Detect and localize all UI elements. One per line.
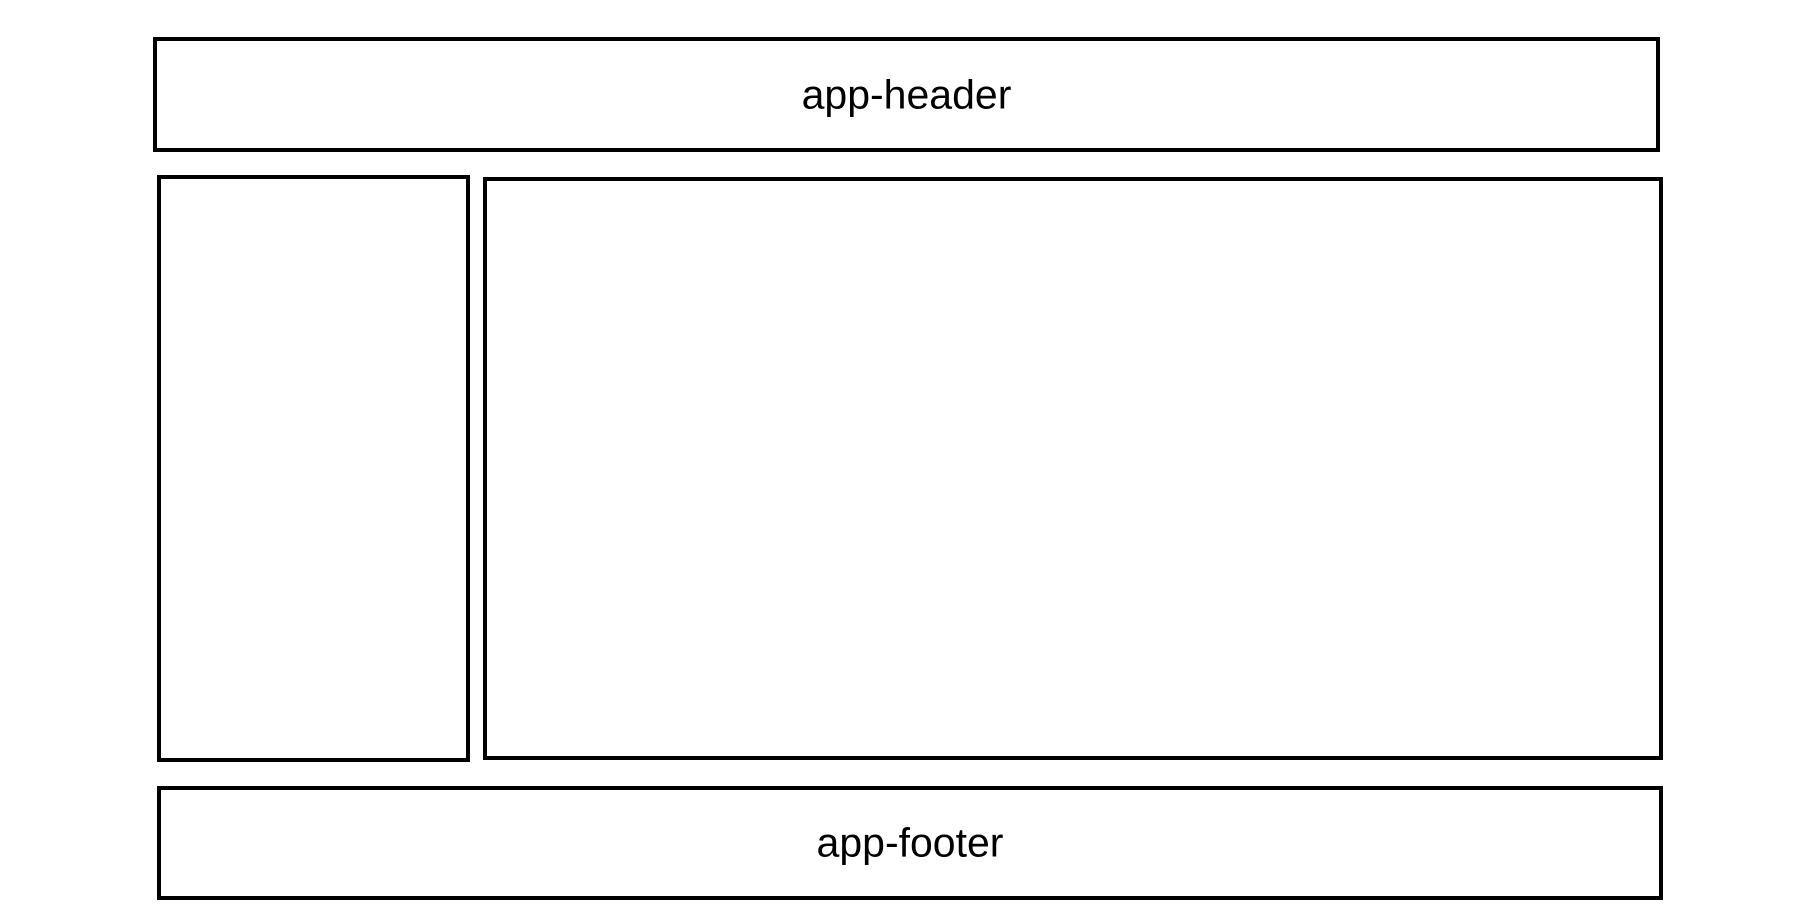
sidebar-region	[157, 175, 470, 762]
main-content-region	[483, 177, 1663, 760]
app-header-region: app-header	[153, 37, 1660, 152]
app-footer-region: app-footer	[157, 786, 1663, 900]
app-header-label: app-header	[801, 71, 1012, 117]
app-footer-label: app-footer	[816, 819, 1004, 866]
